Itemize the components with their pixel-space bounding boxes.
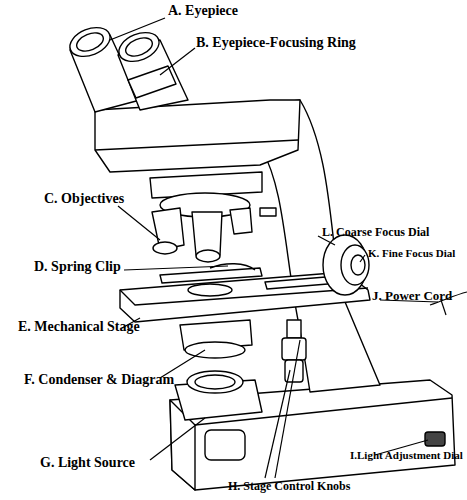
part-label: D. Spring Clip bbox=[34, 260, 121, 274]
objective-middle-tip bbox=[196, 250, 220, 262]
leader-line bbox=[110, 18, 165, 40]
stage-knob-shaft bbox=[287, 320, 301, 338]
fine-focus-center bbox=[351, 255, 365, 275]
part-label: J. Power Cord bbox=[372, 289, 452, 302]
part-label: H. Stage Control Knobs bbox=[228, 480, 350, 492]
stage-aperture bbox=[188, 284, 232, 296]
eyepiece-right bbox=[115, 27, 164, 67]
condenser-diaphragm bbox=[185, 342, 245, 358]
stage-knob-upper bbox=[282, 338, 306, 360]
light-adjustment-dial bbox=[425, 432, 445, 446]
part-label: C. Objectives bbox=[44, 192, 124, 206]
slide bbox=[160, 268, 262, 283]
part-label: F. Condenser & Diagram bbox=[24, 373, 174, 387]
part-label: E. Mechanical Stage bbox=[18, 320, 140, 334]
leader-line bbox=[160, 48, 195, 75]
stage-edge bbox=[120, 288, 368, 305]
light-lens bbox=[195, 375, 235, 389]
leader-line bbox=[118, 206, 160, 240]
light-source bbox=[187, 371, 243, 393]
leader-line bbox=[124, 266, 228, 270]
nosepiece-screw bbox=[260, 208, 276, 216]
part-label: K. Fine Focus Dial bbox=[368, 248, 455, 259]
part-label: G. Light Source bbox=[40, 456, 135, 470]
objective-middle bbox=[192, 212, 222, 255]
power-cord-tick bbox=[441, 300, 446, 315]
leader-line bbox=[275, 340, 300, 478]
objective-right bbox=[230, 208, 252, 234]
fine-focus-dial bbox=[341, 245, 369, 285]
part-label: L. Coarse Focus Dial bbox=[322, 226, 429, 238]
leader-line bbox=[150, 418, 205, 460]
leader-line bbox=[360, 255, 365, 262]
eyepiece-left bbox=[66, 22, 115, 62]
part-label: A. Eyepiece bbox=[168, 4, 238, 18]
base bbox=[170, 380, 455, 490]
part-label: I.Light Adjustment Dial bbox=[350, 450, 463, 461]
head bbox=[95, 100, 300, 172]
eyepiece-focusing-ring bbox=[128, 66, 176, 98]
eyepiece-left-lens bbox=[74, 29, 106, 54]
base-window bbox=[205, 430, 245, 460]
eyepiece-right-lens bbox=[123, 34, 155, 59]
part-label: B. Eyepiece-Focusing Ring bbox=[196, 36, 356, 50]
head-edge bbox=[95, 140, 298, 150]
objective-left-tip bbox=[153, 242, 177, 254]
